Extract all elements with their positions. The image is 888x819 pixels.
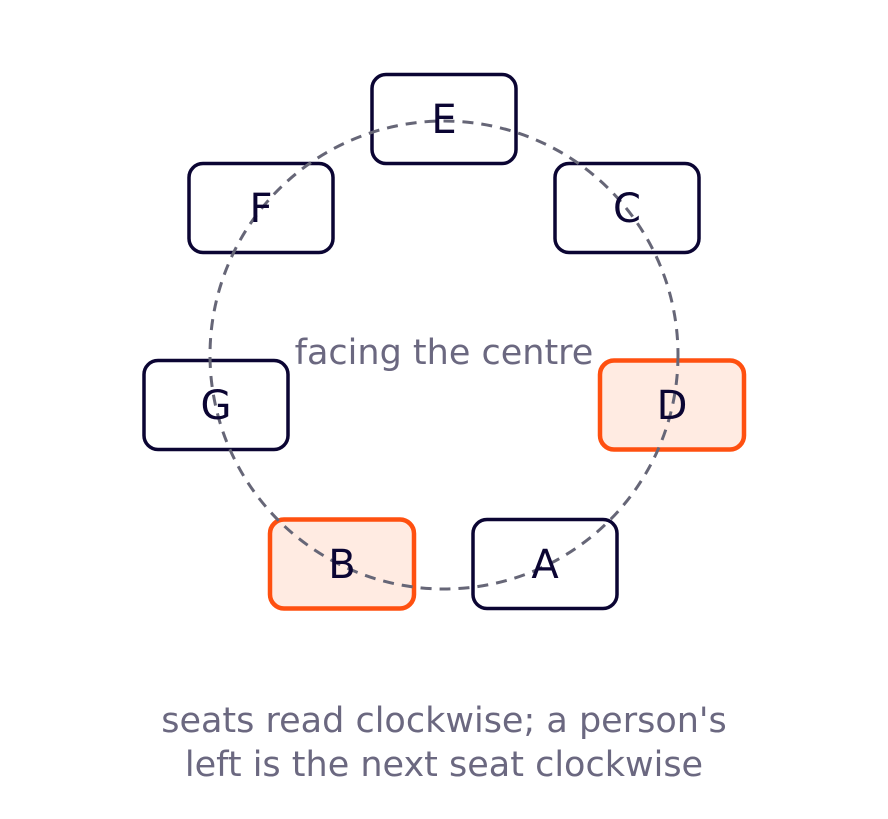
seat-label: C [613, 186, 641, 232]
center-label: facing the centre [295, 333, 594, 373]
seat-e [370, 72, 518, 166]
seat-b [267, 517, 417, 611]
seat-label: B [328, 542, 355, 588]
seat-label: F [249, 186, 272, 232]
seat-label: A [531, 542, 559, 588]
caption-line-1: seats read clockwise; a person's [161, 701, 727, 741]
seat-box [370, 72, 518, 166]
seat-label: D [657, 383, 688, 429]
caption-line-2: left is the next seat clockwise [185, 745, 703, 785]
seat-label: G [201, 383, 232, 429]
seat-box [471, 517, 619, 611]
seat-a [471, 517, 619, 611]
seat-box [597, 358, 747, 452]
seat-d [597, 358, 747, 452]
seat-label: E [431, 97, 456, 143]
table-circle [208, 119, 680, 591]
seat-box [267, 517, 417, 611]
